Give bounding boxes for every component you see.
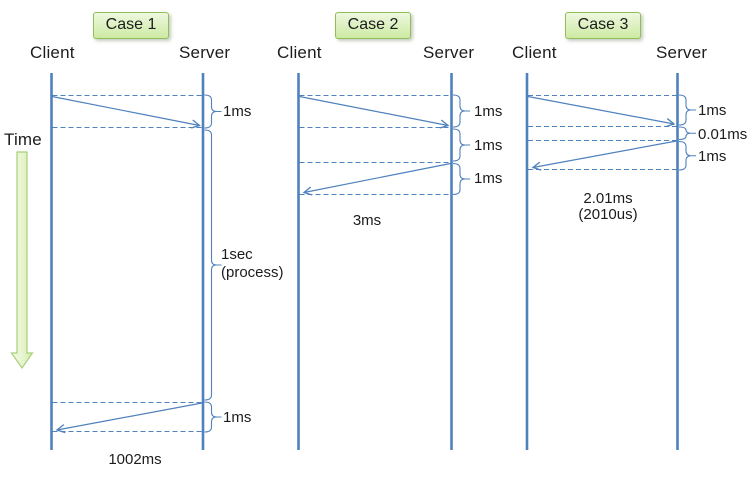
- case2-request-arrow: [299, 95, 450, 129]
- case1-client-label: Client: [30, 43, 75, 62]
- case3-process-duration: 0.01ms: [698, 126, 748, 143]
- case3-response-duration: 1ms: [698, 148, 727, 165]
- case3-brace-2: [678, 126, 696, 141]
- case2-brace-3: [452, 162, 470, 196]
- case2-client-label: Client: [277, 43, 322, 62]
- case1-process-duration: 1sec (process): [221, 246, 284, 282]
- case3-title: Case 3: [565, 12, 641, 39]
- case1-server-label: Server: [179, 43, 231, 62]
- case1-total-duration: 1002ms: [108, 451, 162, 468]
- case2-brace-2: [452, 128, 470, 162]
- case3-request-duration: 1ms: [698, 102, 727, 119]
- case1-response-arrow: [55, 402, 203, 434]
- case3-total-duration: 2.01ms (2010us): [563, 191, 653, 223]
- case3-brace-3: [678, 140, 696, 171]
- case1-brace-3: [204, 401, 222, 433]
- case1-brace-1: [204, 94, 222, 129]
- case3-total-line2: (2010us): [578, 206, 638, 223]
- case2-request-duration: 1ms: [474, 103, 503, 120]
- case2-server-label: Server: [423, 43, 475, 62]
- case1-brace-2: [204, 129, 222, 401]
- case2-total-duration: 3ms: [352, 212, 382, 229]
- case1-process-line1: 1sec: [221, 246, 253, 263]
- case3-brace-1: [678, 94, 696, 126]
- case1-request-duration: 1ms: [223, 103, 252, 120]
- time-axis-label: Time: [4, 130, 42, 149]
- case3-response-arrow: [531, 140, 677, 171]
- case2-process-duration: 1ms: [474, 137, 503, 154]
- case3-server-label: Server: [656, 43, 708, 62]
- case2-title: Case 2: [335, 12, 411, 39]
- case2-response-duration: 1ms: [474, 170, 503, 187]
- case3-client-label: Client: [512, 43, 557, 62]
- case1-title: Case 1: [93, 12, 169, 39]
- case1-response-duration: 1ms: [223, 409, 252, 426]
- case2-brace-1: [452, 94, 470, 128]
- case3-request-arrow: [527, 95, 676, 128]
- time-direction-arrow: [10, 151, 34, 370]
- case2-response-arrow: [302, 162, 451, 196]
- case1-request-arrow: [51, 95, 201, 129]
- case3-total-line1: 2.01ms: [583, 190, 633, 207]
- case1-process-line2: (process): [221, 264, 284, 281]
